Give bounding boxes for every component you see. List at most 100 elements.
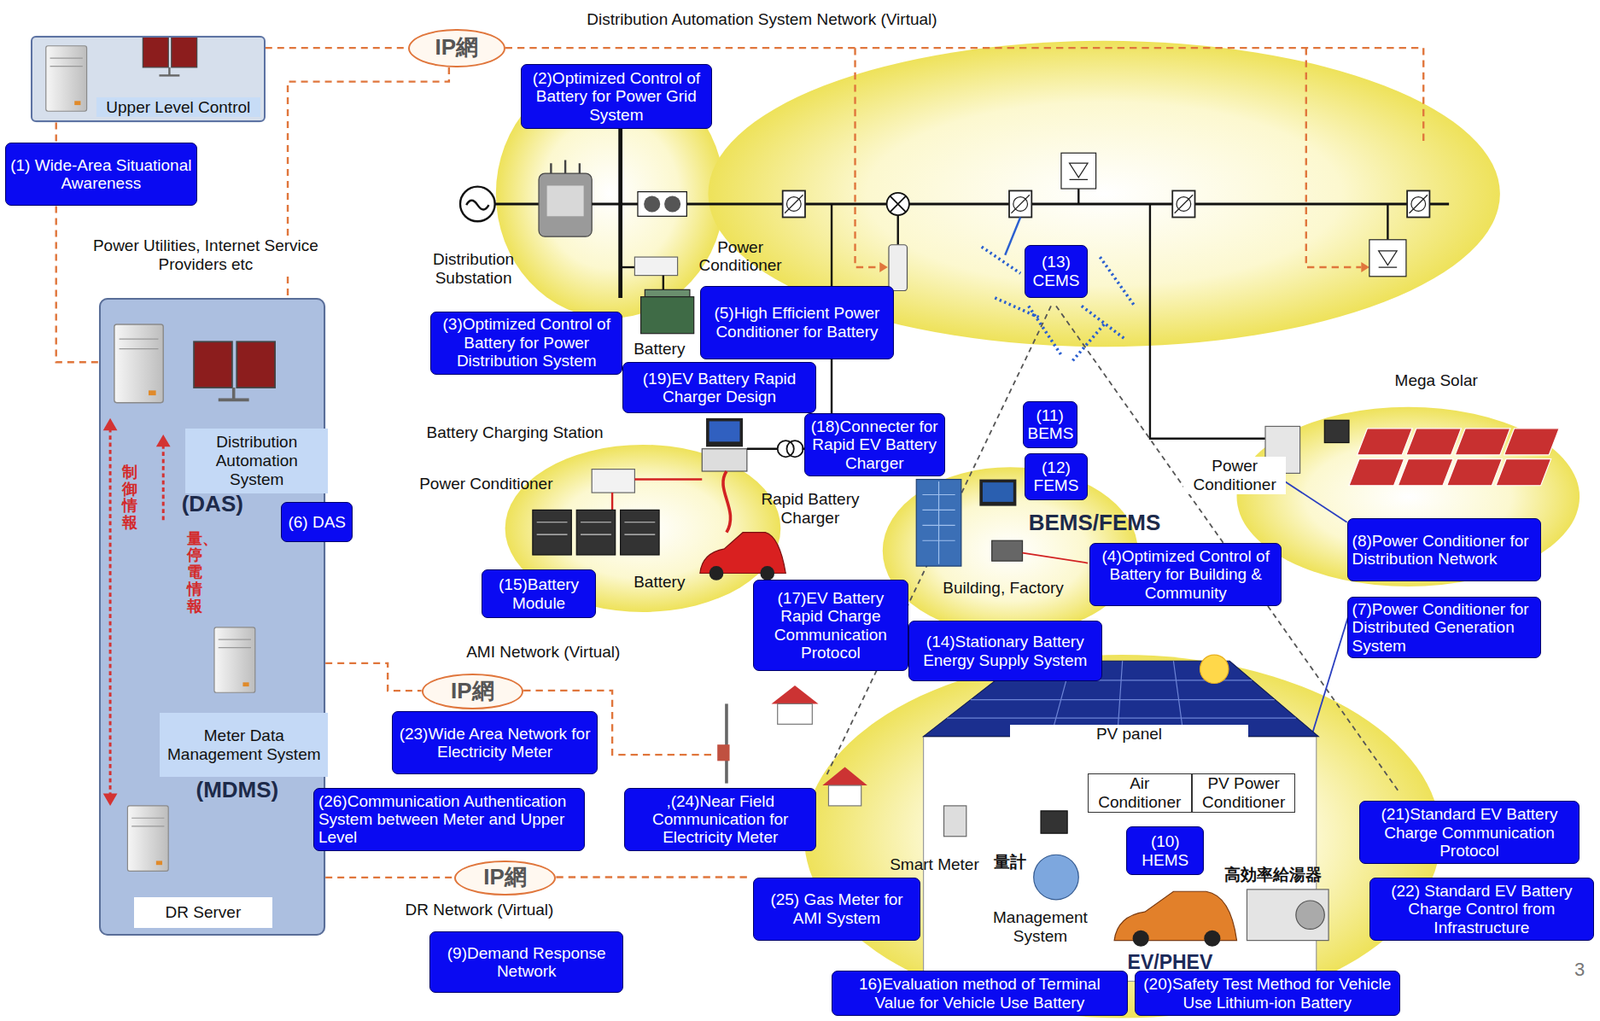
system-label: BEMS/FEMS [1028, 510, 1162, 537]
node-text: ,(24)Near Field Communication for Electr… [629, 792, 812, 847]
node-text: (13) CEMS [1029, 252, 1083, 290]
part-label: Battery [633, 339, 685, 359]
node-text: (1) Wide-Area Situational Awareness [10, 156, 193, 193]
callout-box: (7)Power Conditioner for Distributed Gen… [1347, 596, 1542, 659]
node-text: (10) HEMS [1131, 832, 1199, 870]
callout-box: (26)Communication Authentication System … [313, 788, 585, 852]
callout-box: (13) CEMS [1024, 245, 1088, 298]
battery-rack [620, 509, 660, 555]
pv-symbol [1061, 152, 1097, 189]
part-label: PV Power Conditioner [1191, 773, 1297, 813]
part-label: PV panel [1010, 724, 1249, 744]
network-line [505, 46, 1425, 49]
node-text: IP網 [483, 864, 527, 891]
network-line [1306, 47, 1362, 268]
solar-panel [1397, 459, 1454, 486]
callout-box: (21)Standard EV Battery Charge Communica… [1359, 800, 1580, 865]
battery-rack [532, 509, 572, 555]
system-label: (DAS) [181, 491, 244, 518]
computer-icon [979, 479, 1017, 507]
power-line [620, 266, 636, 269]
callout-box: (6) DAS [280, 502, 353, 544]
network-oval: IP網 [408, 29, 506, 68]
power-line [662, 275, 665, 291]
callout-box: (15)Battery Module [481, 569, 596, 619]
switch-symbol [782, 190, 806, 217]
node-text: (9)Demand Response Network [434, 944, 619, 982]
node-text: (8)Power Conditioner for Distribution Ne… [1352, 531, 1536, 569]
area-ellipse [1237, 407, 1581, 587]
node-text: (20)Safety Test Method for Vehicle Use L… [1139, 975, 1396, 1012]
node-text: (11) BEMS [1027, 406, 1074, 444]
switch-symbol [1407, 190, 1430, 217]
node-text: IP網 [435, 35, 479, 61]
network-line [1422, 47, 1425, 141]
conditioner-icon [634, 256, 678, 276]
info-label: 量、停電情報 [186, 531, 203, 616]
pv-symbol [1369, 239, 1407, 277]
part-label: Battery [633, 572, 685, 592]
node-text: Upper Level Control [96, 97, 261, 118]
house-body [777, 703, 813, 725]
battery-rack [576, 509, 615, 555]
house-roof [822, 766, 868, 786]
node-text: (15)Battery Module [486, 575, 591, 613]
system-label: (MDMS) [196, 777, 280, 804]
node-text: (22) Standard EV Battery Charge Control … [1374, 881, 1589, 937]
node-text: (4)Optimized Control of Battery for Buil… [1094, 547, 1277, 602]
callout-box: (19)EV Battery Rapid Charger Design [622, 362, 817, 414]
arrow-head [103, 794, 118, 806]
callout-box: (20)Safety Test Method for Vehicle Use L… [1134, 970, 1401, 1017]
part-label: 量計 [993, 852, 1027, 872]
info-arrow [109, 428, 112, 796]
substation-label: Distribution Substation [426, 250, 521, 288]
generator-wave [466, 200, 489, 211]
power-line [1150, 204, 1266, 439]
management-globe [1033, 854, 1080, 900]
device-icon [888, 245, 908, 292]
dashed-connector [325, 663, 421, 691]
part-label: Mega Solar [1306, 371, 1567, 391]
part-label: Air Conditioner [1087, 773, 1192, 813]
monitor-icon [142, 36, 197, 76]
callout-box: (14)Stationary Battery Energy Supply Sys… [908, 620, 1103, 683]
network-title: Distribution Automation System Network (… [586, 10, 937, 30]
info-label: 制御情報 [122, 464, 138, 532]
callout-box: (18)Connecter for Rapid EV Battery Charg… [804, 413, 946, 477]
callout-box: (22) Standard EV Battery Charge Control … [1369, 877, 1595, 941]
arrow-head [879, 262, 888, 273]
network-oval: IP網 [421, 673, 525, 710]
pv-diode [1069, 163, 1089, 180]
community-link [1004, 216, 1021, 255]
house-roof [771, 685, 819, 705]
system-label: DR Server [134, 897, 272, 929]
callout-box: (12) FEMS [1024, 453, 1088, 501]
arrow-head [103, 418, 118, 431]
callout-box: (11) BEMS [1022, 401, 1079, 449]
system-label: Meter Data Management System [159, 712, 328, 777]
server-icon [46, 46, 88, 111]
solar-panel [1348, 459, 1405, 486]
leader-line [1022, 553, 1088, 564]
computer-screen [982, 482, 1014, 503]
power-line [1077, 188, 1080, 205]
node-text: (6) DAS [286, 513, 348, 532]
power-line [495, 202, 539, 205]
panel-heading: Power Utilities, Internet Service Provid… [81, 236, 330, 275]
node-text: (23)Wide Area Network for Electricity Me… [397, 724, 593, 762]
system-label: Distribution Automation System [185, 428, 328, 495]
callout-box: 16)Evaluation method of Terminal Value f… [831, 970, 1128, 1017]
callout-box: (25) Gas Meter for AMI System [753, 877, 921, 941]
building-icon [916, 479, 962, 567]
factory-icon [992, 540, 1023, 561]
node-text: 16)Evaluation method of Terminal Value f… [836, 975, 1123, 1012]
server-icon [214, 627, 256, 693]
node-text: (2)Optimized Control of Battery for Powe… [525, 69, 708, 124]
control-box: Upper Level Control [30, 35, 266, 123]
part-label: Building, Factory [942, 578, 1064, 598]
home-body [923, 736, 1317, 982]
node-text: (18)Connecter for Rapid EV Battery Charg… [809, 417, 941, 473]
solar-panel [1447, 459, 1503, 486]
network-label: DR Network (Virtual) [405, 900, 555, 920]
